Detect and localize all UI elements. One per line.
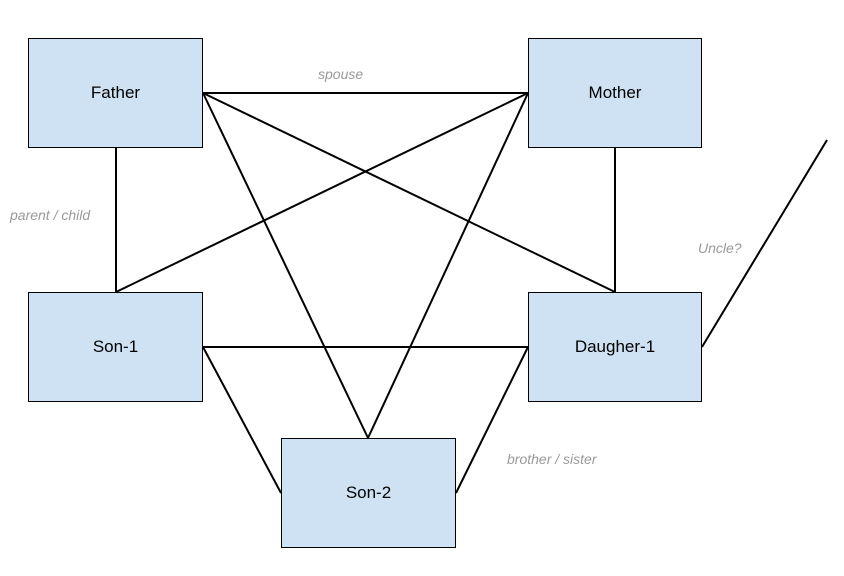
edge-daughter1-son2 — [455, 346, 529, 494]
node-label: Mother — [588, 83, 642, 102]
node-father[interactable]: Father — [28, 38, 203, 148]
edge-label-brother-sister: brother / sister — [507, 451, 597, 467]
edge-daughter1-uncle — [701, 139, 828, 348]
edge-father-son2 — [202, 92, 369, 439]
edge-mother-son1 — [115, 92, 529, 293]
node-mother[interactable]: Mother — [528, 38, 702, 148]
node-son-1[interactable]: Son-1 — [28, 292, 203, 402]
node-daughter-1[interactable]: Daugher-1 — [528, 292, 702, 402]
node-label: Daugher-1 — [574, 337, 656, 356]
edge-son1-son2 — [202, 346, 282, 494]
edge-mother-son2 — [367, 92, 529, 439]
edge-label-parent-child: parent / child — [10, 207, 91, 223]
edge-label-uncle: Uncle? — [698, 240, 742, 256]
node-label: Son-1 — [92, 337, 139, 356]
node-label: Son-2 — [345, 483, 392, 502]
node-son-2[interactable]: Son-2 — [281, 438, 456, 548]
edge-father-daughter1 — [202, 92, 616, 293]
edge-label-spouse: spouse — [318, 66, 364, 82]
node-label: Father — [90, 83, 141, 102]
